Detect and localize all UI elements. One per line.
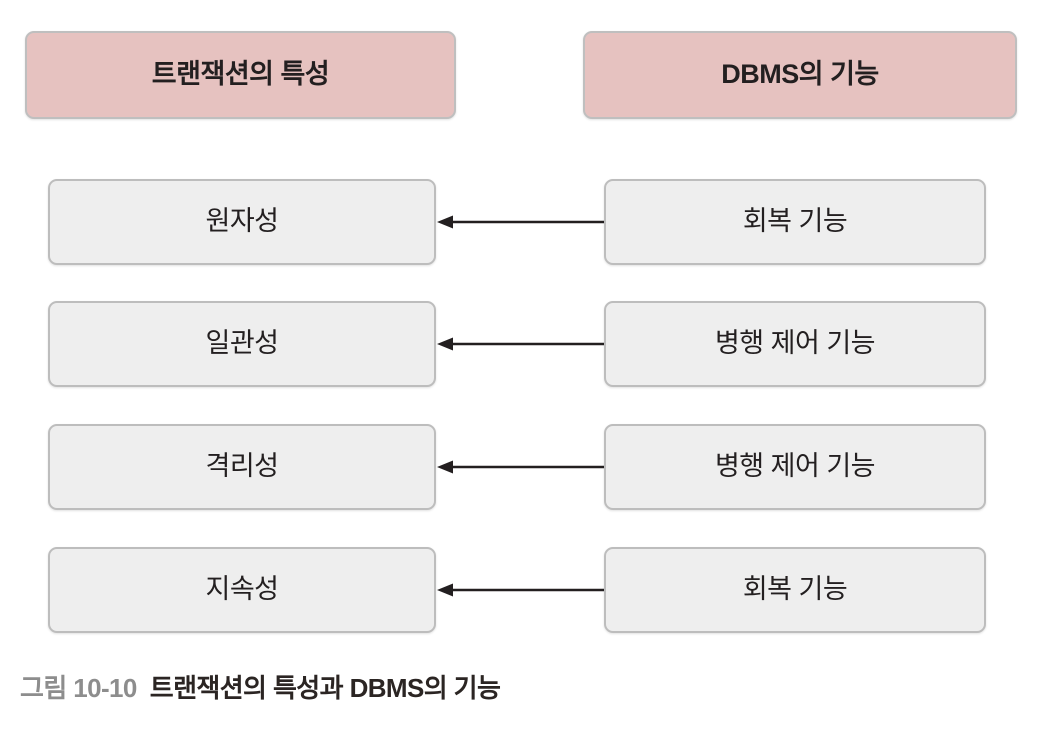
right-item-concurrency-control-2: 병행 제어 기능 [604,424,986,510]
arrow-connector-row-1 [436,211,604,233]
right-item-concurrency-control-1: 병행 제어 기능 [604,301,986,387]
arrow-connector-row-3 [436,456,604,478]
figure-caption-title: 트랜잭션의 특성과 DBMS의 기능 [149,673,501,703]
left-item-consistency: 일관성 [48,301,436,387]
arrow-connector-row-2 [436,333,604,355]
arrow-connector-row-4 [436,579,604,601]
right-item-recovery-2: 회복 기능 [604,547,986,633]
left-item-label: 원자성 [205,206,279,237]
left-item-isolation: 격리성 [48,424,436,510]
column-header-dbms-functions: DBMS의 기능 [583,31,1017,119]
figure-caption-number: 그림 10-10 [20,673,137,703]
right-item-recovery-1: 회복 기능 [604,179,986,265]
column-header-left-label: 트랜잭션의 특성 [151,59,330,90]
left-item-label: 지속성 [205,574,279,605]
left-item-label: 격리성 [205,451,279,482]
right-item-label: 회복 기능 [742,206,848,237]
column-header-right-label: DBMS의 기능 [721,59,879,90]
right-item-label: 병행 제어 기능 [714,451,876,482]
figure-caption: 그림 10-10 트랜잭션의 특성과 DBMS의 기능 [20,668,501,705]
left-item-atomicity: 원자성 [48,179,436,265]
left-item-durability: 지속성 [48,547,436,633]
right-item-label: 회복 기능 [742,574,848,605]
column-header-transaction-properties: 트랜잭션의 특성 [25,31,456,119]
right-item-label: 병행 제어 기능 [714,328,876,359]
left-item-label: 일관성 [205,328,279,359]
